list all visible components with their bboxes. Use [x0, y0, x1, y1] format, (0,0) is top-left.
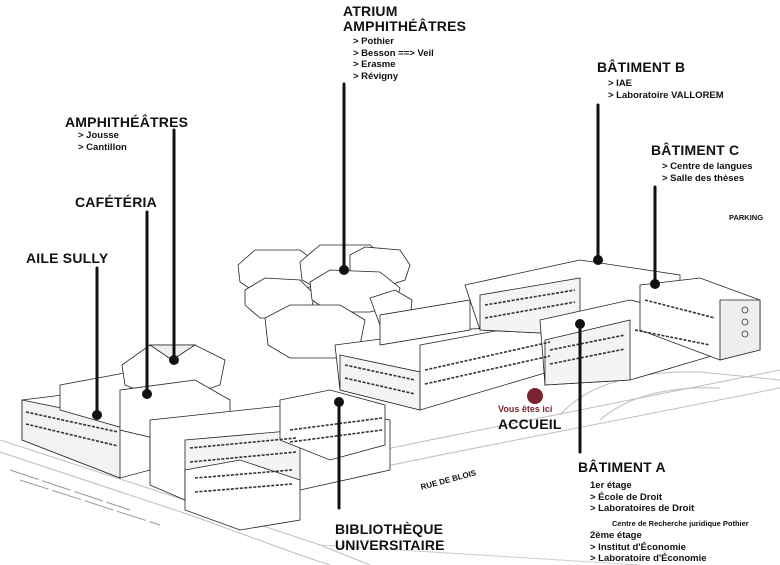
batiment-c-item-langues: > Centre de langues	[662, 161, 753, 172]
atrium-title-line2: AMPHITHÉÂTRES	[343, 18, 467, 34]
batiment-a-research-centre: Centre de Recherche juridique Pothier	[612, 519, 749, 528]
batiment-a-item-ecole-droit: > École de Droit	[590, 491, 663, 503]
you-are-here-marker	[527, 388, 543, 404]
batiment-c-list: > Centre de langues > Salle des thèses	[662, 161, 753, 184]
parking-label: PARKING	[729, 213, 764, 222]
amphitheatres-item-cantillon: > Cantillon	[78, 141, 127, 153]
atrium-item-pothier: > Pothier	[353, 36, 394, 47]
buildings	[21, 244, 761, 531]
batiment-a-details-floor2: 2ème étage > Institut d'Économie > Labor…	[590, 530, 707, 565]
batiment-b-item-vallorem: > Laboratoire VALLOREM	[608, 89, 724, 101]
accueil-title: ACCUEIL	[498, 416, 562, 432]
aile-sully-title: AILE SULLY	[26, 250, 109, 266]
batiment-a-item-labo-droit: > Laboratoires de Droit	[590, 503, 695, 514]
leader-lines	[95, 82, 657, 510]
bibliotheque-title-line2: UNIVERSITAIRE	[335, 537, 445, 553]
atrium-item-revigny: > Révigny	[353, 70, 399, 82]
batiment-c-title: BÂTIMENT C	[651, 142, 740, 158]
window-strips	[25, 289, 716, 493]
batiment-a-item-institut-eco: > Institut d'Économie	[590, 541, 686, 553]
batiment-c-item-theses: > Salle des thèses	[662, 172, 745, 184]
building-c-windows	[741, 306, 749, 338]
batiment-b-item-iae: > IAE	[608, 78, 633, 89]
cafeteria-title: CAFÉTÉRIA	[75, 194, 157, 210]
you-are-here-label: Vous êtes ici	[498, 404, 553, 414]
batiment-b-list: > IAE > Laboratoire VALLOREM	[608, 78, 724, 101]
amphitheatres-item-jousse: > Jousse	[78, 130, 119, 141]
amphitheatres-title: AMPHITHÉÂTRES	[65, 114, 189, 130]
atrium-list: > Pothier > Besson ==> Veil > Erasme > R…	[353, 36, 434, 82]
leader-dots	[92, 255, 660, 420]
amphitheatres-list: > Jousse > Cantillon	[78, 130, 127, 153]
atrium-title-line1: ATRIUM	[343, 3, 398, 19]
atrium-item-erasme: > Erasme	[353, 59, 396, 70]
bibliotheque-title-line1: BIBLIOTHÈQUE	[335, 521, 444, 537]
batiment-a-title: BÂTIMENT A	[578, 459, 666, 475]
batiment-a-floor2: 2ème étage	[590, 530, 642, 541]
batiment-a-floor1: 1er étage	[590, 480, 632, 491]
atrium-item-besson: > Besson ==> Veil	[353, 47, 434, 59]
batiment-b-title: BÂTIMENT B	[597, 59, 686, 75]
batiment-a-item-labo-eco: > Laboratoire d'Économie	[590, 553, 707, 564]
batiment-a-details: 1er étage > École de Droit > Laboratoire…	[590, 480, 694, 515]
